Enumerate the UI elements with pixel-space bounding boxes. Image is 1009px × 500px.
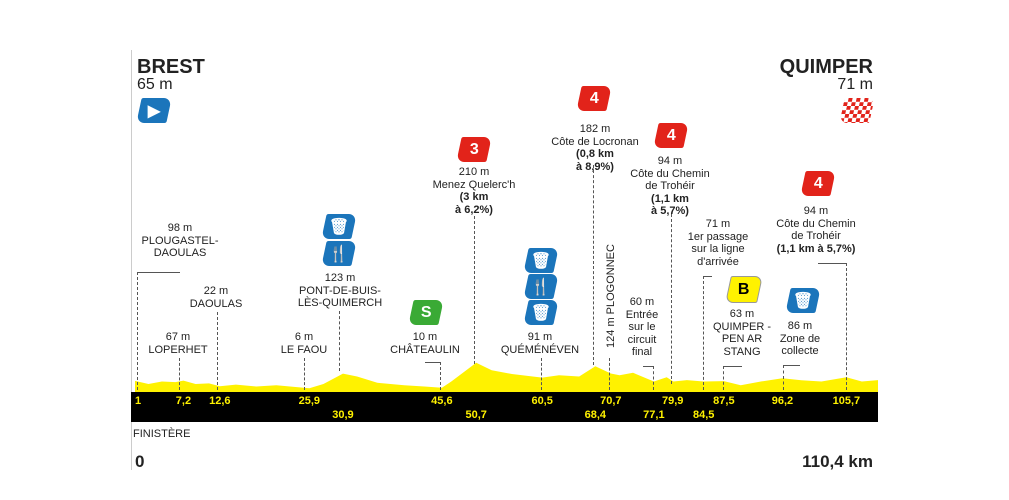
left-border — [131, 50, 132, 470]
feed-zone-icon: 🗑 — [523, 248, 559, 273]
km-marker: 79,9 — [662, 395, 684, 407]
finish-city: QUIMPER — [779, 56, 873, 78]
km-marker: 1 — [134, 395, 142, 407]
start-altitude: 65 m — [137, 76, 173, 93]
bonus-point-icon: B — [725, 276, 763, 303]
start-city: BREST — [137, 56, 205, 78]
km-marker: 30,9 — [332, 409, 354, 421]
climb-cat4-icon: 4 — [576, 86, 612, 111]
km-marker: 87,5 — [713, 395, 735, 407]
climb-cat3-icon: 3 — [456, 137, 492, 162]
sprint-icon: S — [408, 300, 444, 325]
km-marker: 84,5 — [692, 409, 715, 421]
climb-cat4-icon: 4 — [653, 123, 689, 148]
km-marker: 60,5 — [531, 395, 553, 407]
km-marker: 50,7 — [465, 409, 487, 421]
km-marker: 68,4 — [584, 409, 607, 421]
region-label: FINISTÈRE — [133, 428, 191, 440]
distance-total: 110,4 km — [802, 452, 873, 471]
food-icon: 🍴 — [321, 241, 357, 266]
feed-zone-icon: 🗑 — [321, 214, 357, 239]
km-marker: 77,1 — [643, 409, 665, 421]
km-marker: 25,9 — [298, 395, 321, 407]
food-icon: 🍴 — [523, 274, 559, 299]
km-marker: 45,6 — [431, 395, 453, 407]
km-marker: 96,2 — [771, 395, 794, 407]
point-plogonnec: 124 m PLOGONNEC — [605, 244, 617, 348]
profile-area — [135, 362, 878, 392]
finish-altitude: 71 m — [837, 76, 873, 93]
feed-zone-icon: 🗑 — [523, 300, 559, 325]
km-band — [131, 392, 878, 422]
km-marker: 105,7 — [832, 395, 861, 407]
feed-zone-icon: 🗑 — [785, 288, 821, 313]
distance-start: 0 — [135, 452, 145, 471]
km-marker: 7,2 — [175, 395, 192, 407]
km-marker: 12,6 — [209, 395, 231, 407]
climb-cat4-icon: 4 — [800, 171, 836, 196]
km-marker: 70,7 — [600, 395, 622, 407]
